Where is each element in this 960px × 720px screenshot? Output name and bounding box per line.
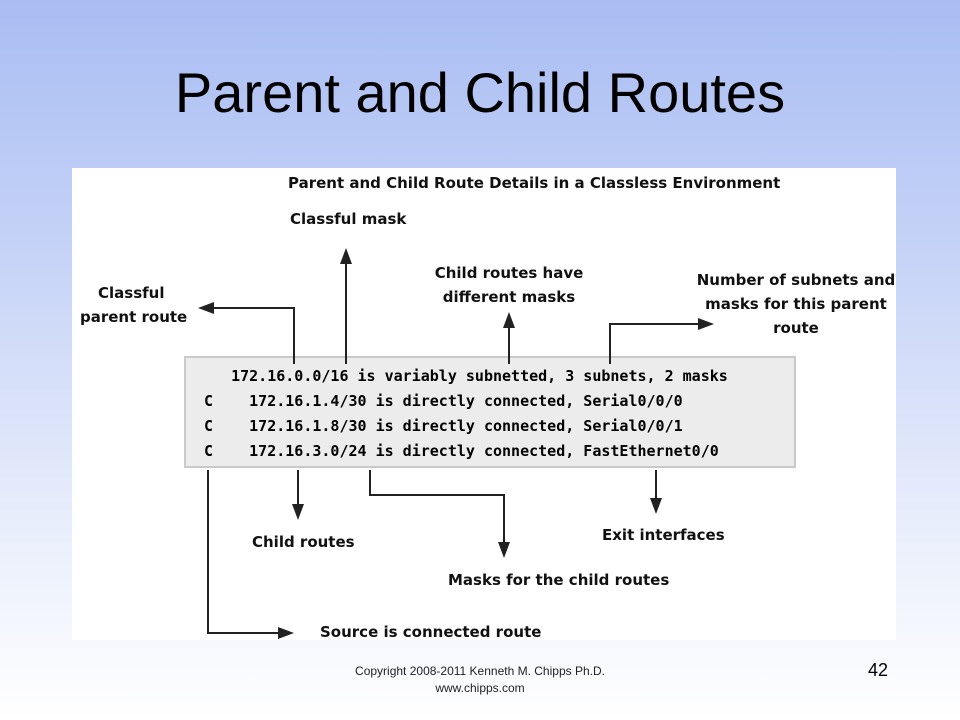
footer-copyright: Copyright 2008-2011 Kenneth M. Chipps Ph… (355, 664, 605, 678)
label-num-subnets-line1: Number of subnets and (696, 271, 896, 289)
routing-table-line: 172.16.0.0/16 is variably subnetted, 3 s… (204, 367, 728, 385)
arrowhead-classful-mask (340, 248, 352, 264)
arrow-classful-parent (210, 307, 295, 364)
label-classful-parent-line1: Classful (98, 284, 165, 302)
routing-table-line: C 172.16.1.4/30 is directly connected, S… (204, 392, 683, 410)
routing-table-box: 172.16.0.0/16 is variably subnetted, 3 s… (184, 356, 796, 468)
arrowhead-num-subnets (698, 318, 714, 330)
connector-arrows (198, 248, 714, 639)
arrowhead-child-routes (292, 504, 304, 520)
arrow-num-subnets (609, 323, 700, 364)
arrowhead-masks-child (498, 542, 510, 558)
label-child-routes: Child routes (252, 533, 355, 551)
route-diagram: Parent and Child Route Details in a Clas… (72, 168, 896, 641)
label-classful-mask: Classful mask (290, 210, 407, 228)
label-classful-parent-line2: parent route (80, 308, 188, 326)
diagram-heading: Parent and Child Route Details in a Clas… (288, 174, 781, 192)
routing-table-line: C 172.16.3.0/24 is directly connected, F… (204, 442, 719, 460)
label-num-subnets-line3: route (773, 319, 819, 337)
label-num-subnets-line2: masks for this parent (705, 295, 887, 313)
slide-title: Parent and Child Routes (174, 61, 786, 124)
footer-url: www.chipps.com (435, 681, 525, 695)
page-number: 42 (868, 660, 889, 680)
routing-table-line: C 172.16.1.8/30 is directly connected, S… (204, 417, 683, 435)
label-child-masks-line1: Child routes have (434, 264, 584, 282)
label-exit-interfaces: Exit interfaces (602, 526, 725, 544)
footer: Copyright 2008-2011 Kenneth M. Chipps Ph… (260, 663, 700, 697)
label-child-masks-line2: different masks (442, 288, 576, 306)
arrow-masks-child (369, 470, 505, 546)
arrow-source (207, 470, 282, 634)
arrowhead-classful-parent (198, 302, 214, 314)
arrowhead-exit-interfaces (650, 498, 662, 514)
label-masks-child-routes: Masks for the child routes (448, 571, 670, 589)
label-source-connected: Source is connected route (320, 623, 542, 641)
arrowhead-child-masks (503, 312, 515, 328)
arrowhead-source (278, 627, 294, 639)
